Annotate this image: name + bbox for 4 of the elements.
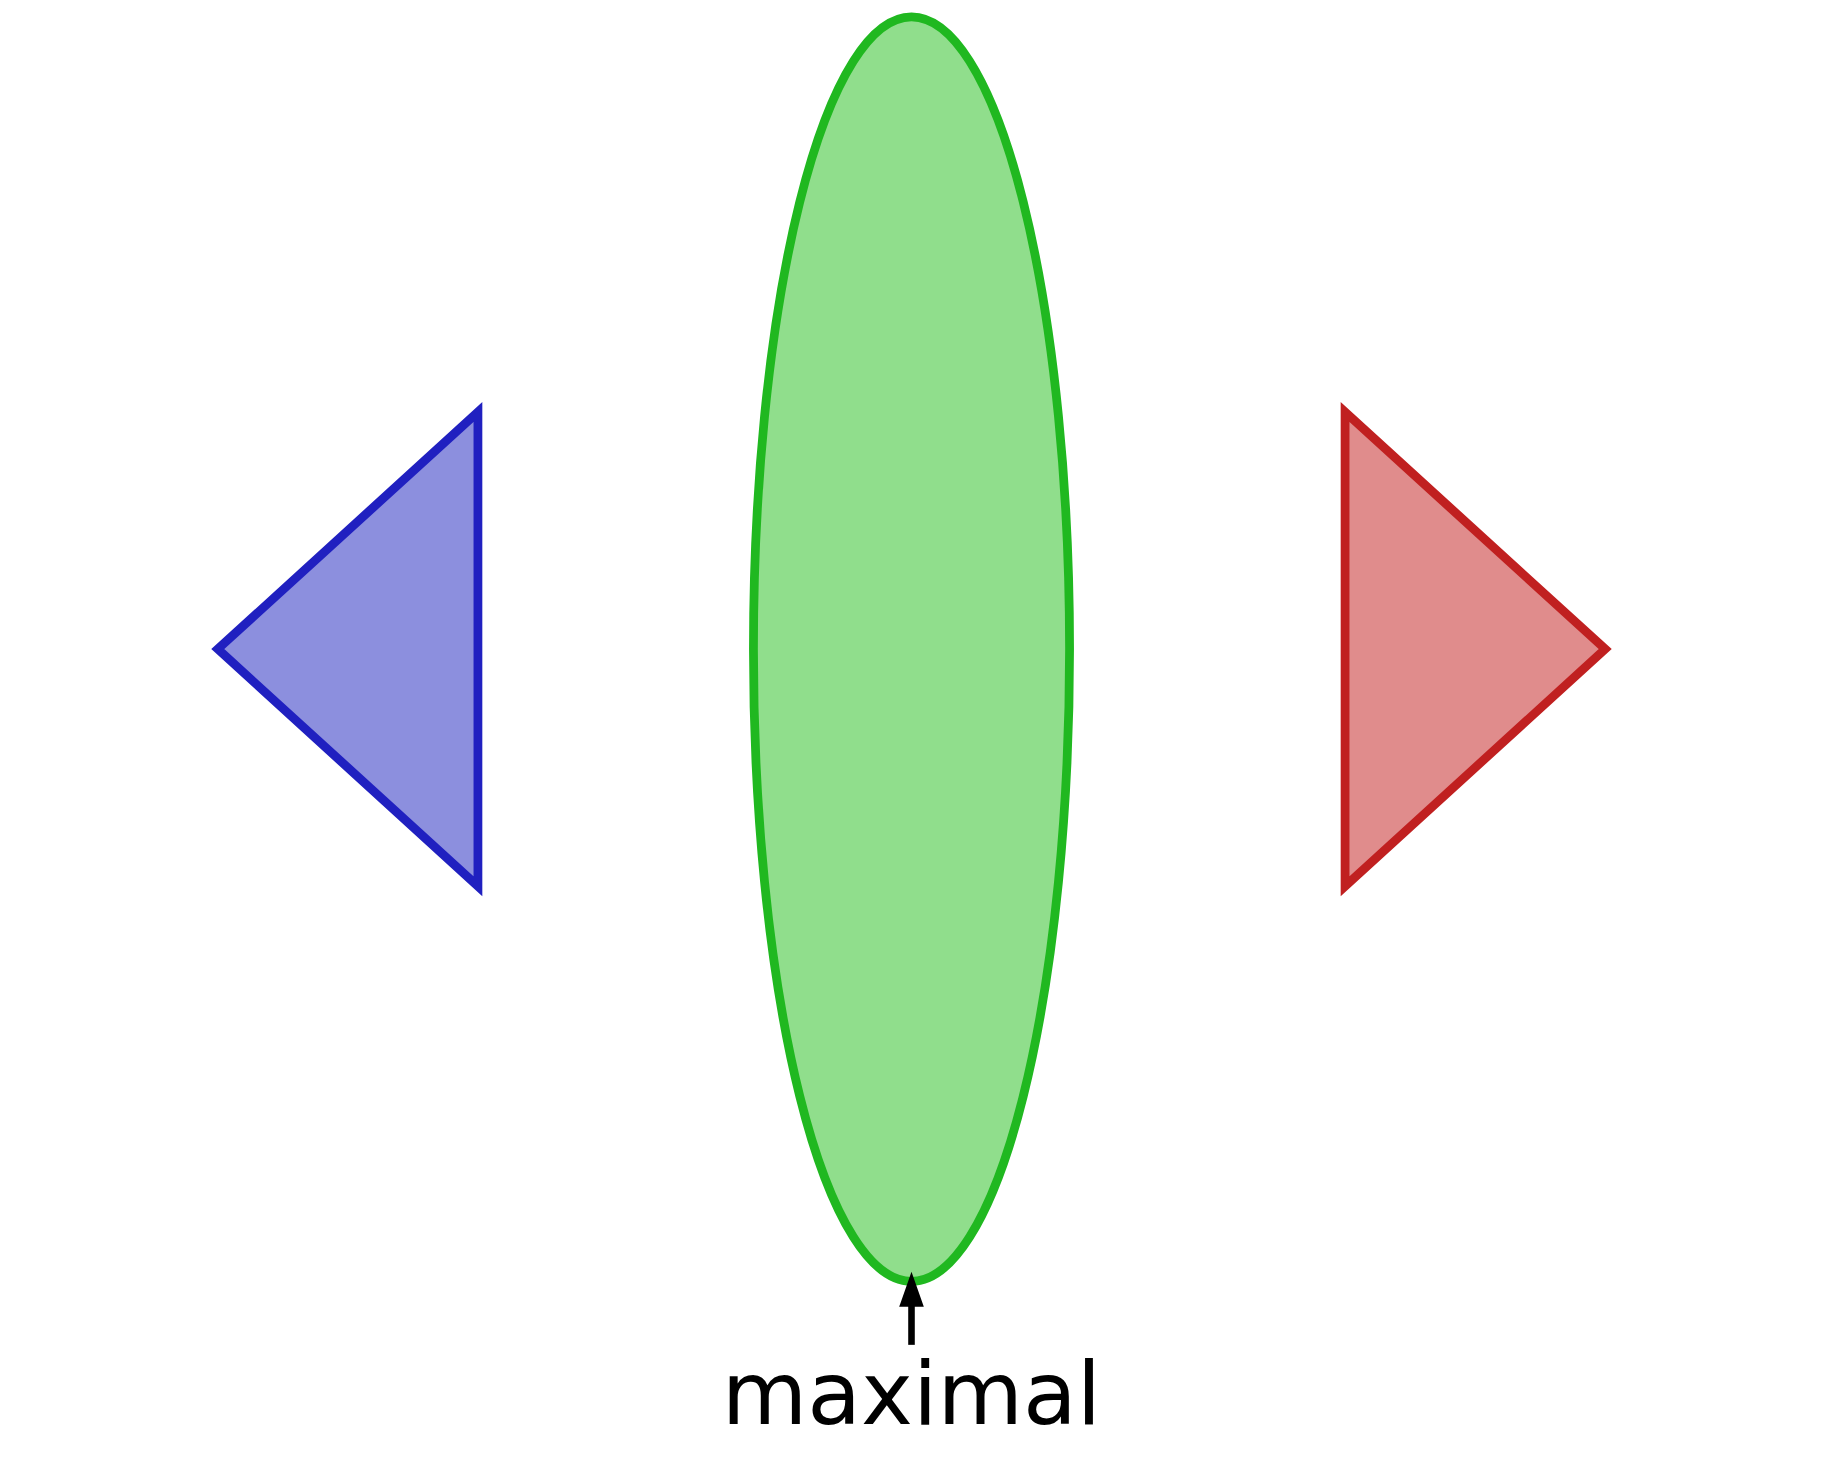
node-triangle (211, 402, 483, 897)
node-triangle (1340, 402, 1612, 897)
node-lens (749, 12, 1074, 1286)
node-text: maximal (721, 1342, 1102, 1446)
